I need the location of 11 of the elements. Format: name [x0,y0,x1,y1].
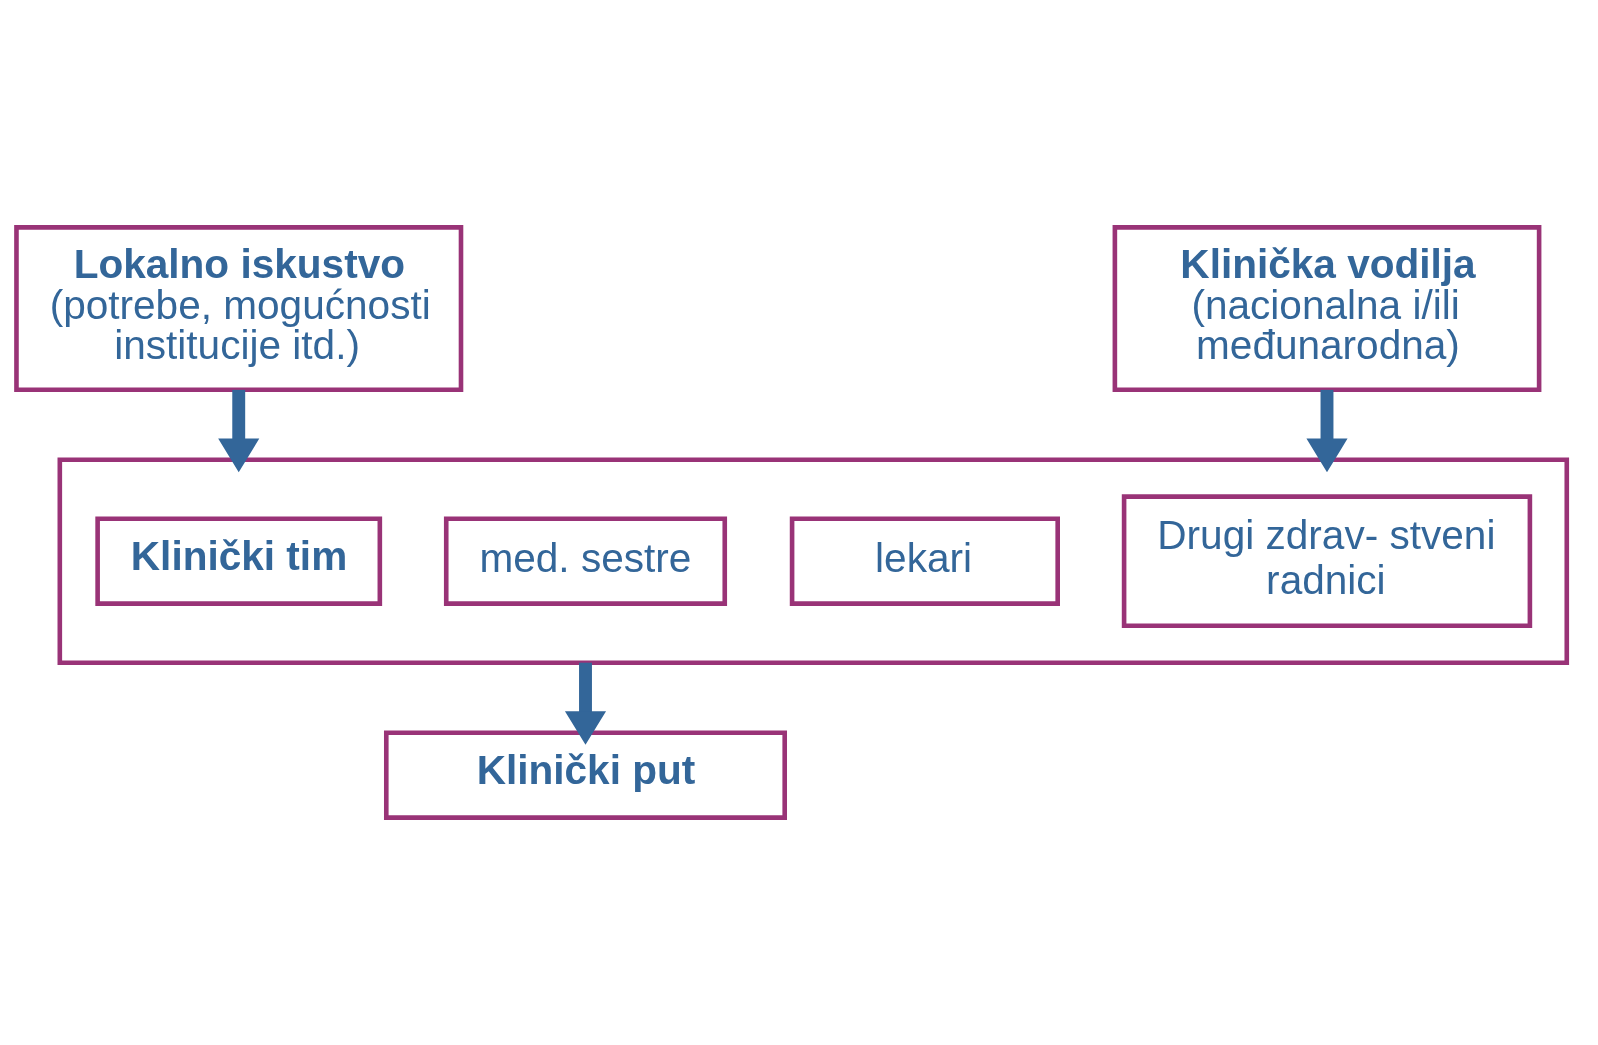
node-box: Klinička vodilja (nacionalna i/ili međunarodna) [1112,225,1542,392]
cluster [57,457,1570,665]
node-box: Klinički put [384,730,787,820]
node-box: Lokalno iskustvo (potrebe, mogućnosti institucije itd.) [14,225,464,392]
arrow [218,389,260,473]
arrow [564,662,607,745]
node-box: Drugi zdrav- stveni radnici [1121,494,1533,629]
node-box: Klinički tim [95,516,383,606]
node-box: lekari [789,516,1060,606]
arrow [1306,389,1348,473]
node-box: med. sestre [443,516,728,606]
